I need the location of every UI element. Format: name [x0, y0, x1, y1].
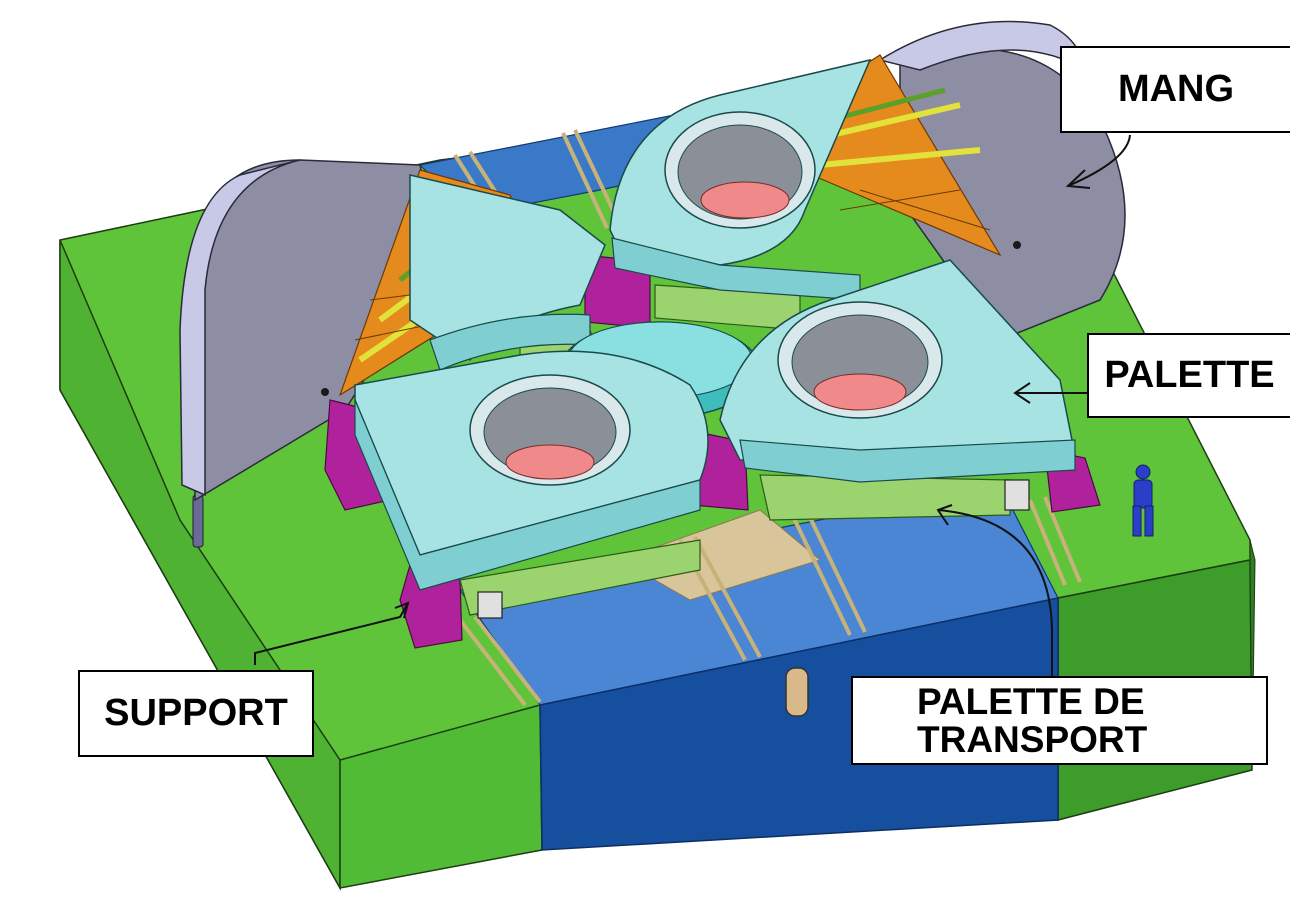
rail: [1028, 499, 1067, 586]
palette-back-left: [409, 174, 606, 371]
mang-arrow: [1067, 134, 1131, 187]
pit-door: [785, 667, 809, 717]
label-support: SUPPORT: [78, 670, 314, 757]
rail: [473, 615, 542, 704]
rail: [561, 132, 609, 229]
palette-front-right: [719, 259, 1076, 483]
rail: [458, 618, 527, 707]
label-transport-line1: PALETTE DE: [917, 680, 1145, 722]
magnet-right-bolt: [1013, 241, 1021, 249]
label-support-text: SUPPORT: [104, 692, 288, 735]
ground-right-face: [1249, 539, 1256, 771]
side-door: [192, 494, 204, 548]
label-palette-de-transport: PALETTE DE TRANSPORT: [851, 676, 1268, 765]
support-arrow: [254, 602, 409, 665]
rail: [803, 506, 867, 633]
magnet-left: [179, 159, 441, 502]
rail: [788, 509, 852, 636]
transport-arrow: [937, 509, 1053, 680]
label-palette: PALETTE: [1087, 333, 1290, 418]
person-figure: [1132, 464, 1154, 537]
magnet-left-bolt: [321, 388, 329, 396]
leader-lines: [254, 134, 1131, 680]
pit-centre-beige: [618, 509, 822, 601]
pit-front-wall: [539, 597, 1059, 851]
label-palette-text: PALETTE: [1104, 354, 1275, 397]
rail: [693, 536, 762, 658]
palette-front-left: [354, 350, 709, 591]
label-mang-text: MANG: [1117, 68, 1235, 111]
rail: [1043, 496, 1082, 583]
label-mang: MANG: [1060, 46, 1290, 133]
label-transport-line2: TRANSPORT: [917, 718, 1148, 760]
magnet-left-rim: [179, 159, 301, 497]
jacks: [477, 479, 1030, 619]
